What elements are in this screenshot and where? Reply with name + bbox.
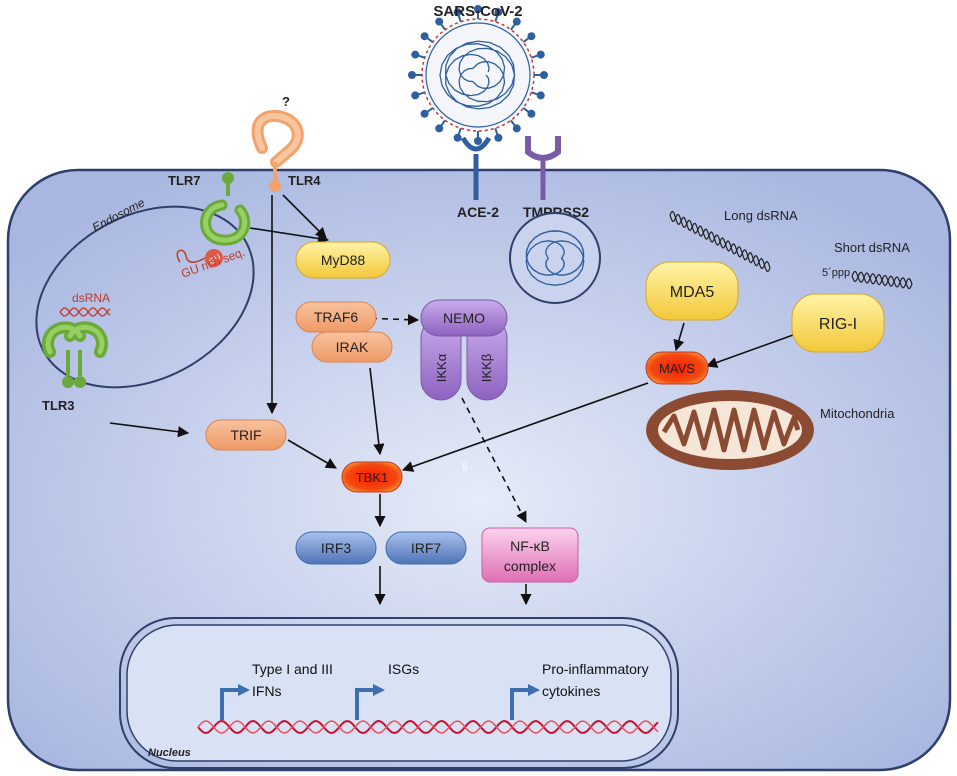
gene-isgs: ISGs: [388, 661, 419, 677]
arrow-ikk-nfkb: [461, 397, 527, 523]
sars-cov-2-virion: [408, 5, 548, 145]
rigi-node: [791, 293, 885, 353]
arrow-trif-tbk1: [287, 439, 337, 469]
tbk1-node: [341, 461, 403, 493]
gene-cyto-line2: cytokines: [542, 683, 600, 699]
mda5-node: [645, 261, 739, 321]
section-mark: §: [462, 462, 468, 473]
irf7-node: [385, 531, 467, 565]
nfkb-label-line2: complex: [504, 558, 556, 574]
gene-cyto-line1: Pro-inflammatory: [542, 661, 649, 677]
arrow-rigi-mavs: [705, 334, 794, 368]
dna-strand-2: [197, 720, 659, 734]
arrow-mda5-mavs: [673, 322, 685, 352]
short-dsrna-helix: [851, 270, 913, 290]
nucleus-label: Nucleus: [148, 747, 191, 759]
irak-label: IRAK: [336, 339, 369, 355]
promoter-arrow-isgs: [355, 688, 375, 720]
short-dsrna-label: Short dsRNA: [834, 240, 910, 255]
irak-node: [311, 331, 393, 363]
irf3-node: [295, 531, 377, 565]
trif-label: TRIF: [230, 427, 261, 443]
virus-title: SARS-CoV-2: [433, 3, 522, 20]
arrow-tlr4-myd88: [282, 194, 327, 239]
endosome-dsrna: [59, 307, 111, 317]
gene-ifn-line2: IFNs: [252, 683, 282, 699]
tbk1-label: TBK1: [356, 470, 389, 485]
ace2-label: ACE-2: [457, 204, 499, 220]
irf7-label: IRF7: [411, 540, 442, 556]
nemo-label: NEMO: [443, 310, 485, 326]
arrow-irak-tbk1: [369, 367, 385, 456]
nfkb-node: [481, 527, 579, 583]
promoter-arrow-cytokines: [510, 688, 530, 720]
nfkb-label-line1: NF-κB: [510, 538, 550, 554]
tlr3-label: TLR3: [42, 398, 75, 413]
myd88-label: MyD88: [321, 252, 366, 268]
promoter-arrow-ifn: [220, 688, 240, 720]
mavs-label: MAVS: [659, 361, 695, 376]
tlr4-question: ?: [282, 94, 290, 109]
gu-rich-rna: [176, 249, 206, 263]
dna-strand: [197, 719, 659, 735]
ace2-receptor: [460, 136, 492, 200]
arrow-traf6-nemo: [359, 314, 420, 326]
signaling-arrows: [109, 194, 794, 606]
internalized-rna: [525, 230, 585, 286]
arrow-tlr3-trif: [109, 422, 190, 438]
nemo-node: [420, 299, 508, 337]
long-dsrna-helix: [669, 210, 771, 273]
traf6-label: TRAF6: [314, 309, 359, 325]
mavs-node: [645, 351, 709, 385]
internalized-vesicle: [509, 212, 601, 304]
tmprss2-receptor: [525, 136, 561, 200]
mitochondrion: [646, 390, 814, 470]
long-dsrna-label: Long dsRNA: [724, 208, 798, 223]
dsrna-label: dsRNA: [72, 291, 110, 305]
myd88-node: [295, 241, 391, 279]
gu-mark-circle: [205, 249, 223, 267]
ikkb-label: IKKβ: [479, 354, 494, 382]
trif-node: [205, 419, 287, 451]
mitochondria-label: Mitochondria: [820, 406, 895, 421]
ikka-label: IKKα: [434, 353, 449, 382]
tlr7-label: TLR7: [168, 173, 201, 188]
tlr4-receptor: [251, 109, 304, 192]
tlr3-receptor: [42, 321, 108, 388]
gene-ifn-line1: Type I and III: [252, 661, 333, 677]
irf3-label: IRF3: [321, 540, 352, 556]
rigi-label: RIG-I: [819, 316, 857, 333]
five-ppp-label: 5´ppp: [822, 267, 850, 279]
nucleus-inner-membrane: [126, 624, 672, 762]
tlr4-label: TLR4: [288, 173, 321, 188]
tlr7-receptor: [200, 172, 250, 246]
mda5-label: MDA5: [670, 284, 715, 301]
nucleus-outer-membrane: [119, 617, 679, 769]
arrow-mavs-tbk1: [401, 382, 649, 472]
